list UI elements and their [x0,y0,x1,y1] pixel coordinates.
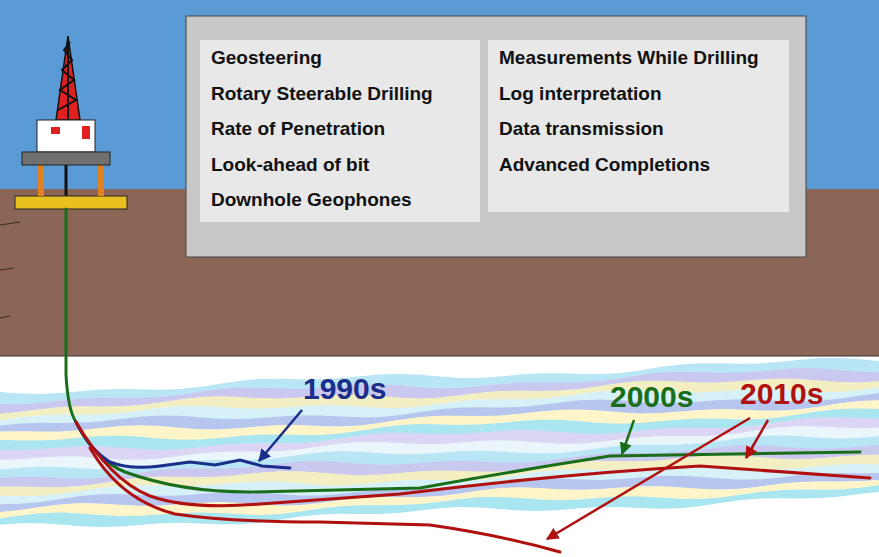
feature-text: Measurements While Drilling [499,40,779,76]
decade-label: 1990s [303,372,386,406]
drilling-rig [15,36,127,209]
info-panel [186,16,806,257]
leader-arrows [259,410,768,539]
feature-box: GeosteeringRotary Steerable DrillingRate… [200,40,480,222]
feature-text: Advanced Completions [499,147,779,183]
well-paths [66,209,870,552]
feature-text: Look-ahead of bit [211,147,470,183]
seismic-band [0,485,879,527]
feature-text: Geosteering [211,40,470,76]
feature-text: Downhole Geophones [211,182,470,218]
feature-text: Rotary Steerable Drilling [211,76,470,112]
feature-box: Measurements While DrillingLog interpret… [488,40,789,212]
feature-text: Log interpretation [499,76,779,112]
ground-ticks [0,222,20,318]
seismic-layers [0,358,879,527]
decade-label: 2010s [740,377,823,411]
feature-text: Data transmission [499,111,779,147]
ground-line [0,356,879,357]
feature-text: Rate of Penetration [211,111,470,147]
decade-label: 2000s [610,380,693,414]
